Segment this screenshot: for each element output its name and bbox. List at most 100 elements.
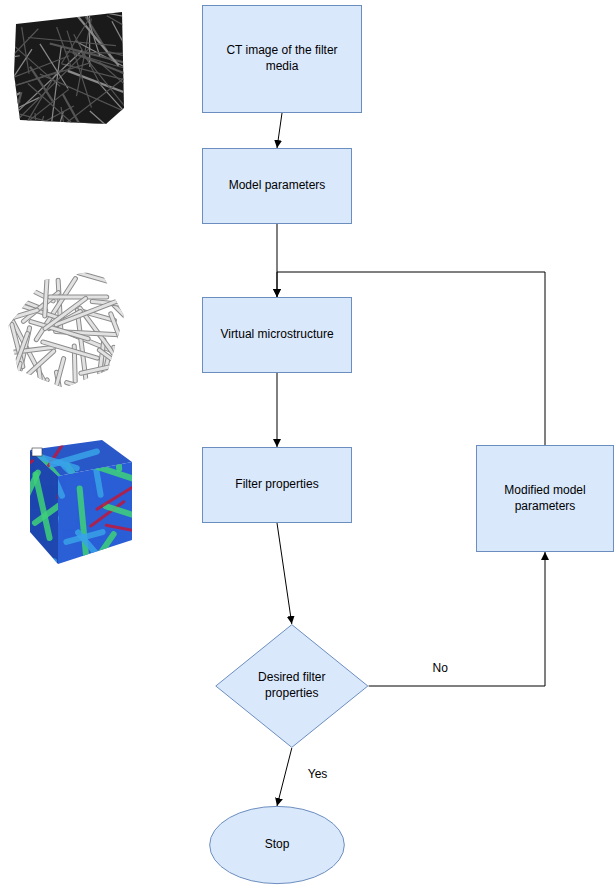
field-streak	[135, 537, 136, 548]
field-streak	[35, 474, 49, 538]
fiber-outline	[114, 347, 126, 392]
fiber-body	[50, 295, 107, 298]
fiber-body	[39, 366, 47, 392]
field-streak	[56, 448, 83, 458]
fiber-body	[67, 383, 116, 392]
fiber-stroke	[57, 27, 71, 67]
field-streak	[51, 530, 62, 570]
fiber-stroke	[10, 89, 69, 128]
flow-arrow	[277, 523, 292, 624]
fiber-body	[4, 319, 11, 342]
process-box: Filter properties	[202, 447, 352, 523]
fiber-body	[124, 376, 126, 392]
field-streak	[100, 553, 121, 570]
fiber-outline	[15, 334, 28, 369]
fiber-outline	[28, 351, 54, 375]
process-box: CT image of the filter media	[202, 5, 362, 113]
fiber-body	[45, 298, 86, 328]
fiber-outline	[39, 366, 47, 392]
fiber-body	[4, 293, 8, 355]
fiber-body	[43, 342, 98, 358]
fiber-stroke	[90, 111, 128, 128]
fiber-stroke	[40, 44, 68, 89]
field-streak	[49, 465, 62, 495]
fiber-body	[111, 314, 126, 386]
fiber-stroke	[120, 72, 128, 86]
color-scale-icon	[32, 448, 42, 456]
fiber-stroke	[28, 106, 74, 128]
fiber-outline	[4, 266, 15, 320]
fiber-outline	[45, 298, 86, 328]
fiber-stroke	[26, 126, 36, 128]
fiber-body	[15, 334, 28, 369]
fiber-body	[90, 358, 109, 392]
field-streak	[107, 553, 130, 570]
fiber-outline	[4, 380, 47, 392]
node-label: Desired filter properties	[244, 666, 340, 705]
field-streak	[66, 532, 102, 542]
fiber-stroke	[22, 116, 44, 128]
fiber-stroke	[74, 34, 101, 86]
fiber-stroke	[119, 121, 128, 128]
field-streaks	[26, 436, 136, 570]
node-label: Modified model parameters	[485, 479, 605, 518]
field-streak	[53, 568, 78, 570]
fiber-outline	[4, 293, 9, 355]
field-streak	[54, 565, 59, 570]
fiber-stroke	[31, 127, 75, 128]
node-label: CT image of the filter media	[207, 39, 357, 78]
flow-arrow	[277, 373, 278, 447]
fiber-outline	[43, 342, 98, 358]
node-label: Model parameters	[221, 174, 334, 198]
fiber-stroke	[22, 27, 29, 74]
field-streak	[26, 561, 54, 570]
flow-arrow	[369, 552, 545, 686]
field-streak	[52, 451, 97, 464]
field-streak	[50, 518, 56, 562]
field-streak	[95, 451, 126, 454]
fiber-outline	[79, 273, 125, 286]
flow-arrow	[277, 748, 292, 806]
field-streak	[63, 469, 69, 488]
field-streak	[98, 569, 120, 570]
fiber-stroke	[40, 74, 128, 113]
fiber-stroke	[10, 124, 64, 128]
fiber-stroke	[10, 8, 61, 15]
fiber-body	[114, 347, 126, 392]
fiber-outline	[36, 390, 67, 391]
fiber-stroke	[108, 52, 128, 67]
field-streak	[135, 436, 136, 461]
decision-diamond: Desired filter properties	[215, 624, 369, 748]
fiber-stroke	[10, 29, 38, 66]
field-streak	[26, 438, 55, 468]
field-streak	[122, 565, 135, 570]
fiber-body	[90, 266, 126, 282]
field-streak	[116, 436, 119, 469]
field-streak	[59, 457, 89, 474]
fiber-stroke	[63, 94, 119, 128]
microstructure-illustration	[4, 266, 126, 392]
virtual-fibers	[4, 266, 126, 392]
fiber-body	[36, 390, 67, 391]
node-label: Filter properties	[227, 473, 326, 497]
fiber-stroke	[10, 52, 11, 128]
field-streak	[65, 506, 78, 527]
process-box: Modified model parameters	[476, 445, 614, 552]
process-box: Virtual microstructure	[202, 297, 352, 373]
fiber-outline	[4, 266, 20, 303]
ct-image-illustration	[10, 4, 128, 128]
terminator-ellipse: Stop	[209, 806, 345, 884]
field-streak	[26, 473, 38, 523]
fiber-stroke	[10, 56, 20, 64]
fiber-stroke	[68, 71, 124, 92]
field-streak	[26, 549, 35, 570]
fiber-body	[44, 359, 64, 392]
fiber-outline	[90, 266, 126, 282]
field-streak	[96, 467, 101, 495]
field-streak	[80, 488, 86, 555]
fiber-stroke	[10, 5, 27, 27]
fiber-outline	[44, 359, 64, 392]
fiber-stroke	[61, 110, 125, 128]
field-streak	[26, 507, 50, 547]
